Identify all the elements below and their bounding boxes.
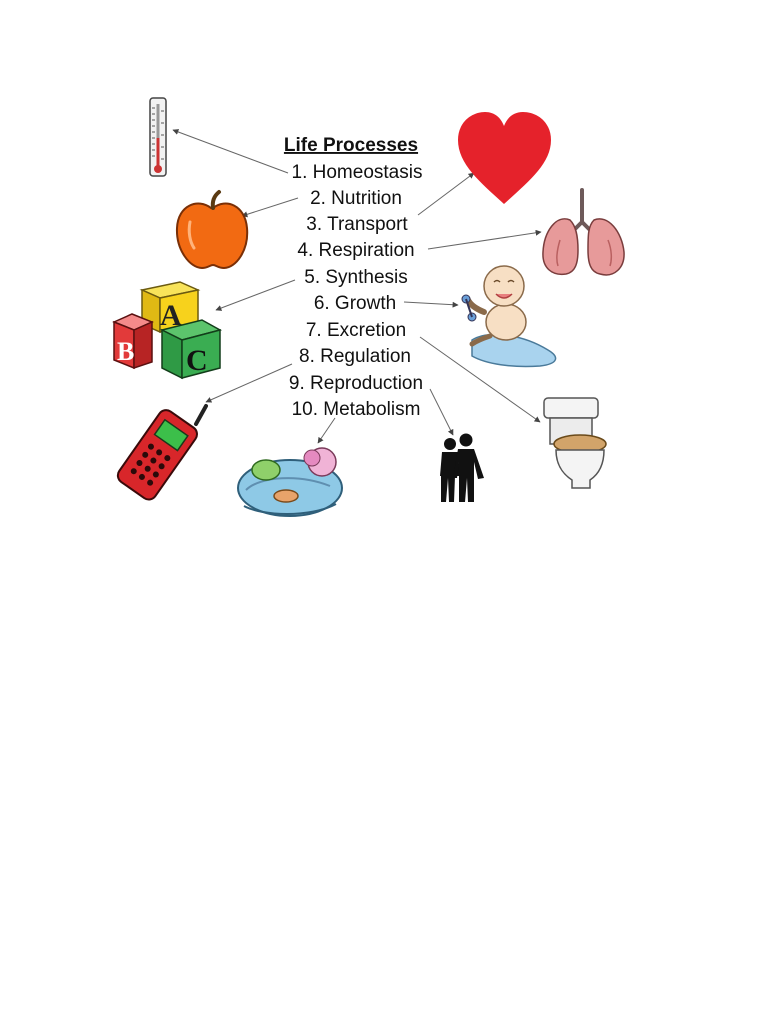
process-item-nutrition: 2. Nutrition xyxy=(310,188,402,209)
abc-blocks-icon: A B C xyxy=(112,281,222,380)
leader-respiration xyxy=(427,229,542,250)
process-item-synthesis: 5. Synthesis xyxy=(304,267,408,288)
leader-growth xyxy=(403,301,459,308)
baby-icon xyxy=(461,265,557,368)
diagram-title: Life Processes xyxy=(284,135,418,156)
leader-regulation xyxy=(205,363,293,403)
leader-nutrition xyxy=(241,197,299,218)
leader-excretion xyxy=(419,336,541,423)
process-item-respiration: 4. Respiration xyxy=(297,240,414,261)
apple-icon xyxy=(175,190,249,270)
process-item-regulation: 8. Regulation xyxy=(299,346,411,367)
thermometer-icon xyxy=(149,97,167,177)
process-item-transport: 3. Transport xyxy=(306,214,408,235)
process-item-excretion: 7. Excretion xyxy=(306,320,406,341)
leader-homeostasis xyxy=(172,129,289,174)
couple-silhouette-icon xyxy=(440,433,484,502)
leader-synthesis xyxy=(215,279,296,311)
block-letter-b: B xyxy=(117,337,134,366)
leader-lines xyxy=(172,129,542,444)
leader-metabolism xyxy=(317,417,336,444)
process-item-metabolism: 10. Metabolism xyxy=(292,399,421,420)
process-item-homeostasis: 1. Homeostasis xyxy=(292,162,423,183)
cell-organelle-icon xyxy=(237,447,343,517)
process-item-reproduction: 9. Reproduction xyxy=(289,373,423,394)
lungs-icon xyxy=(542,188,625,276)
toilet-icon xyxy=(543,397,607,489)
block-letter-a: A xyxy=(160,299,182,332)
process-item-growth: 6. Growth xyxy=(314,293,396,314)
leader-transport xyxy=(417,172,475,216)
cell-phone-icon xyxy=(116,404,208,501)
block-letter-c: C xyxy=(186,344,208,377)
leader-reproduction xyxy=(429,388,454,436)
heart-icon xyxy=(458,112,551,204)
